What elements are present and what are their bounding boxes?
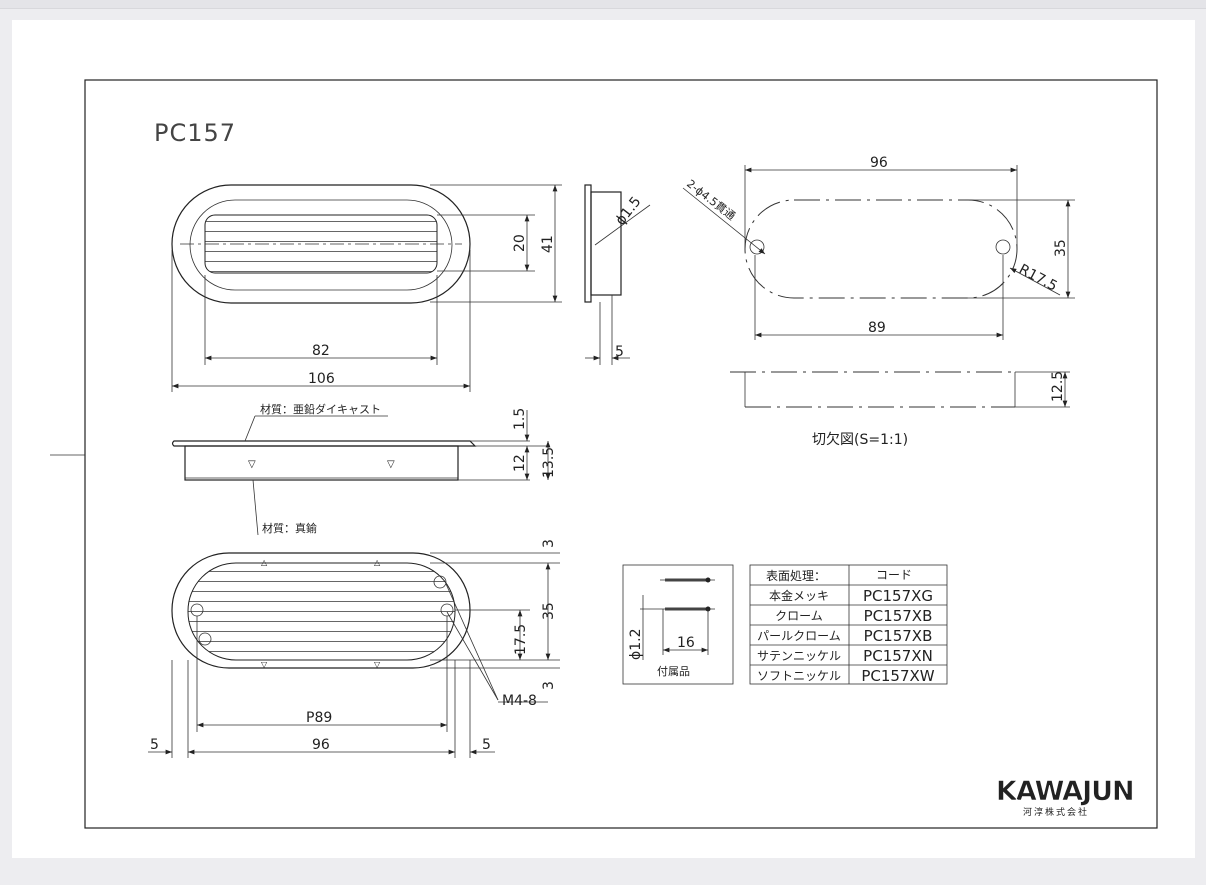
dim-thickness: 5 bbox=[615, 344, 624, 360]
dim-cutout-depth: 12.5 bbox=[1050, 371, 1066, 402]
accessory-box: ϕ1.2 16 付属品 bbox=[622, 564, 734, 685]
material-top-label: 材質：亜鉛ダイキャスト bbox=[260, 402, 381, 416]
finish-code: PC157XW bbox=[861, 667, 934, 685]
finish-code: PC157XG bbox=[863, 587, 933, 605]
table-header-code: コード bbox=[876, 568, 912, 582]
dim-radius: R17.5 bbox=[1016, 261, 1060, 294]
marker-triangle: ▽ bbox=[261, 660, 268, 669]
dim-wire-dia: ϕ1.5 bbox=[613, 194, 645, 229]
dim-back-height: 35 bbox=[541, 602, 557, 620]
accessory-dia: ϕ1.2 bbox=[628, 629, 644, 661]
dim-pitch: P89 bbox=[306, 710, 332, 726]
table-row: サテンニッケル PC157XN bbox=[757, 647, 933, 665]
marker-triangle: △ bbox=[374, 558, 381, 567]
finish-table: 表面処理： コード 本金メッキ PC157XG クローム PC157XB パール… bbox=[749, 564, 948, 685]
dim-grip-height: 20 bbox=[512, 234, 528, 252]
marker-triangle: △ bbox=[261, 558, 268, 567]
dim-inner-width: 82 bbox=[312, 343, 330, 359]
finish-name: クローム bbox=[775, 609, 823, 623]
viewer-top-bar bbox=[0, 0, 1206, 9]
dim-outer-width: 106 bbox=[308, 371, 335, 387]
dim-outer-height: 41 bbox=[540, 235, 556, 253]
dim-back-width: 96 bbox=[312, 737, 330, 753]
accessory-length: 16 bbox=[677, 635, 695, 651]
dim-cutout-89: 89 bbox=[868, 320, 886, 336]
front-view: 82 106 20 41 bbox=[171, 184, 562, 392]
marker-triangle: ▽ bbox=[248, 459, 256, 470]
cutout-view: 96 89 35 R17.5 2-ϕ4.5貫通 12.5 切欠図(S=1:1) bbox=[682, 155, 1075, 448]
dim-half-height: 17.5 bbox=[513, 624, 529, 655]
material-bottom-label: 材質：真鍮 bbox=[262, 521, 317, 535]
logo-company: 河淳株式会社 bbox=[1023, 806, 1089, 818]
finish-code: PC157XB bbox=[864, 627, 933, 645]
finish-name: ソフトニッケル bbox=[757, 669, 841, 683]
dim-bottom-margin: 3 bbox=[541, 681, 557, 690]
table-row: パールクローム PC157XB bbox=[757, 627, 932, 645]
dim-cutout-height: 35 bbox=[1053, 239, 1069, 257]
finish-name: 本金メッキ bbox=[769, 588, 829, 603]
dim-total: 13.5 bbox=[541, 447, 557, 478]
dim-left-margin: 5 bbox=[150, 737, 159, 753]
back-view: △ △ ▽ ▽ 3 35 17.5 3 P89 96 5 5 M4-8 bbox=[148, 539, 560, 758]
finish-code: PC157XB bbox=[864, 607, 933, 625]
kawajun-logo: KAWAJUN 河淳株式会社 bbox=[996, 776, 1135, 818]
logo-brand: KAWAJUN bbox=[996, 776, 1134, 807]
part-number-title: PC157 bbox=[154, 119, 236, 147]
marker-triangle: ▽ bbox=[374, 660, 381, 669]
finish-code: PC157XN bbox=[863, 647, 933, 665]
dim-holes: 2-ϕ4.5貫通 bbox=[684, 177, 737, 223]
table-header-finish: 表面処理： bbox=[766, 569, 826, 583]
table-row: ソフトニッケル PC157XW bbox=[757, 667, 935, 685]
dim-right-margin: 5 bbox=[482, 737, 491, 753]
drawing-sheet bbox=[12, 20, 1195, 858]
dim-top-margin: 3 bbox=[541, 539, 557, 548]
dim-flange: 1.5 bbox=[512, 408, 528, 430]
cutout-caption: 切欠図(S=1:1) bbox=[812, 432, 908, 448]
table-row: 本金メッキ PC157XG bbox=[769, 587, 933, 605]
table-row: クローム PC157XB bbox=[775, 607, 932, 625]
dim-cutout-96: 96 bbox=[870, 155, 888, 171]
section-view: ▽ ▽ 材質：亜鉛ダイキャスト 材質：真鍮 1.5 12 13.5 bbox=[171, 402, 557, 536]
marker-triangle: ▽ bbox=[387, 459, 395, 470]
dim-body: 12 bbox=[512, 454, 528, 472]
dim-screw: M4-8 bbox=[502, 693, 537, 709]
side-view: 5 ϕ1.5 bbox=[584, 184, 651, 365]
accessory-label: 付属品 bbox=[657, 665, 690, 678]
finish-name: パールクローム bbox=[757, 629, 841, 643]
finish-name: サテンニッケル bbox=[757, 649, 841, 663]
drawing-frame bbox=[84, 79, 1158, 829]
